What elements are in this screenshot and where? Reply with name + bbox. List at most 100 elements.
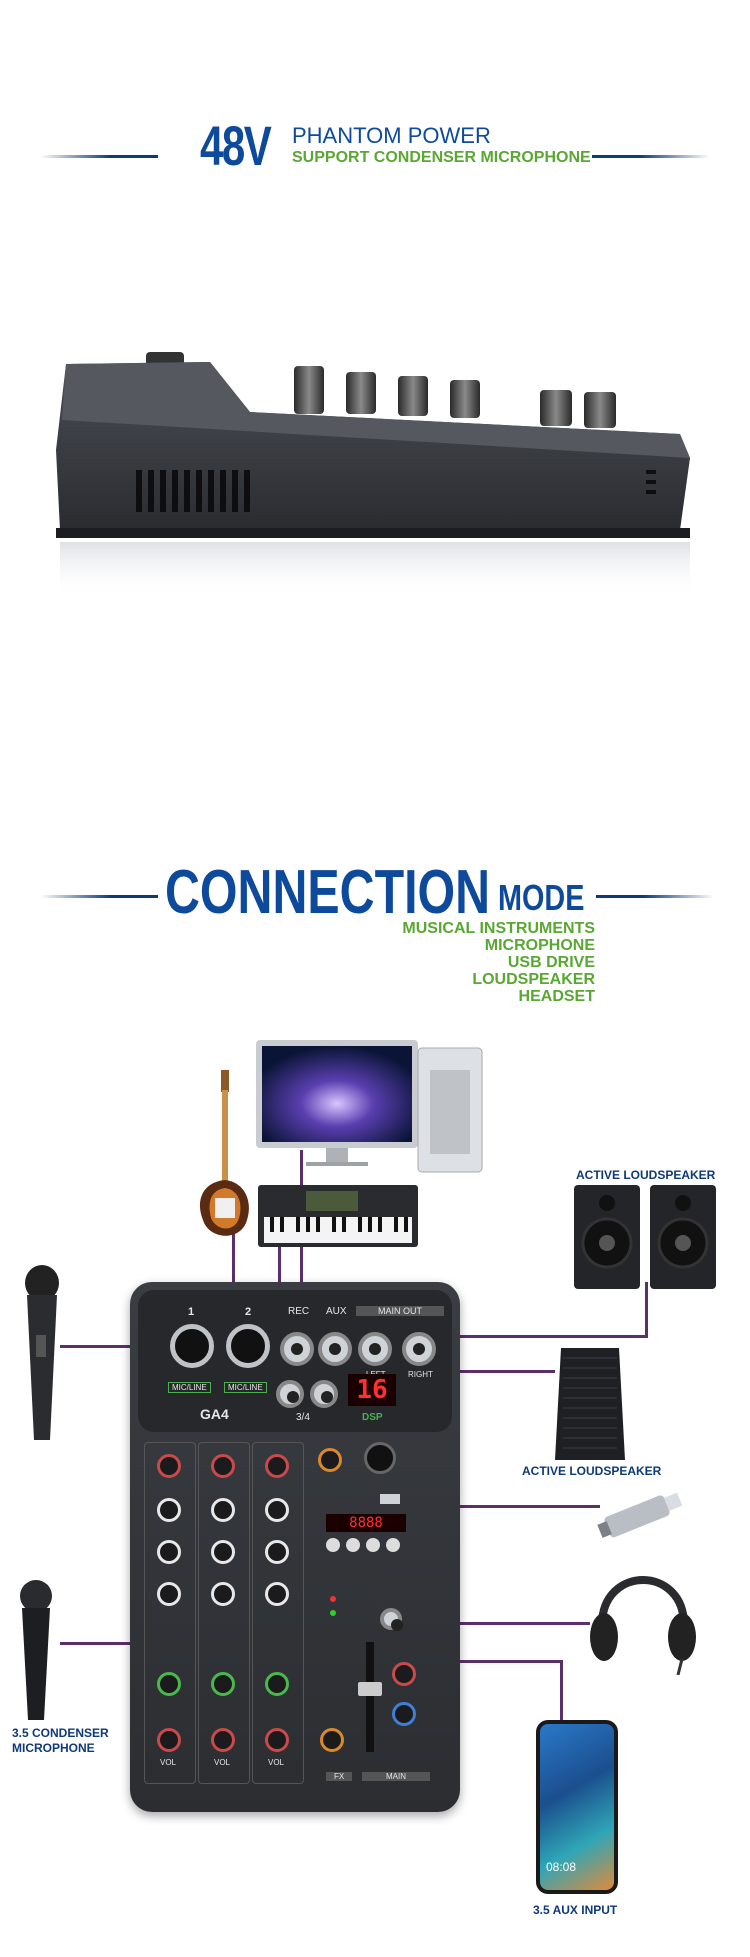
mid-eq-knob-2[interactable] bbox=[211, 1540, 235, 1564]
keyboard bbox=[258, 1185, 418, 1247]
high-eq-knob-2[interactable] bbox=[211, 1498, 235, 1522]
guitar bbox=[195, 1070, 255, 1250]
computer bbox=[256, 1040, 486, 1175]
label-active-loudspeaker-mid: ACTIVE LOUDSPEAKER bbox=[522, 1464, 662, 1478]
guitar-illustration bbox=[199, 1070, 249, 1236]
main-out-right-jack[interactable] bbox=[402, 1332, 436, 1366]
gain-knob-1[interactable] bbox=[157, 1454, 181, 1478]
side-knobs bbox=[146, 352, 616, 428]
usb-port[interactable] bbox=[380, 1494, 400, 1504]
vol-label-34: VOL bbox=[268, 1758, 285, 1767]
vol-label-2: VOL bbox=[214, 1758, 231, 1767]
gain-knob-34[interactable] bbox=[265, 1454, 289, 1478]
fx-vol-knob[interactable] bbox=[320, 1728, 344, 1752]
connection-line-right bbox=[596, 895, 714, 898]
ch34-jack-right[interactable] bbox=[310, 1380, 338, 1408]
mid-eq-knob-34[interactable] bbox=[265, 1540, 289, 1564]
brand-label: GA4 bbox=[200, 1406, 229, 1422]
channel-display: 16 bbox=[348, 1374, 396, 1406]
cable-mic-left bbox=[60, 1345, 172, 1348]
mic-line-label-1: MIC/LINE bbox=[168, 1382, 211, 1393]
title-connection: CONNECTION bbox=[165, 858, 491, 927]
vol-label-1: VOL bbox=[160, 1758, 177, 1767]
ch2-number: 2 bbox=[245, 1306, 252, 1318]
handheld-mic-illustration bbox=[25, 1265, 59, 1440]
aux-label: AUX bbox=[326, 1306, 347, 1317]
vol-knob-34[interactable] bbox=[265, 1728, 289, 1752]
condenser-mic-illustration bbox=[20, 1580, 52, 1720]
xlr-input-1[interactable] bbox=[170, 1324, 214, 1368]
label-aux-input: 3.5 AUX INPUT bbox=[533, 1903, 618, 1917]
usb-drive-illustration bbox=[597, 1492, 683, 1538]
studio-monitors bbox=[574, 1185, 716, 1289]
mixer-side-view bbox=[50, 350, 710, 600]
studio-monitors-illustration bbox=[574, 1185, 716, 1289]
side-vents bbox=[136, 470, 656, 512]
headphones-illustration bbox=[590, 1576, 696, 1676]
title-48v: 48V bbox=[200, 114, 272, 177]
next-button[interactable] bbox=[366, 1538, 380, 1552]
smartphone: 08:08 bbox=[536, 1720, 618, 1894]
gain-knob-2[interactable] bbox=[211, 1454, 235, 1478]
main-fader-track bbox=[366, 1642, 374, 1752]
title-phantom-power: PHANTOM POWER bbox=[292, 123, 491, 148]
mode-item-headset: HEADSET bbox=[518, 988, 595, 1005]
main-out-label: MAIN OUT bbox=[356, 1306, 444, 1316]
rec-label: REC bbox=[288, 1306, 310, 1317]
prev-button[interactable] bbox=[326, 1538, 340, 1552]
ch34-jack-left[interactable] bbox=[276, 1380, 304, 1408]
aux-jack[interactable] bbox=[318, 1332, 352, 1366]
low-eq-knob-2[interactable] bbox=[211, 1582, 235, 1606]
player-buttons bbox=[326, 1538, 406, 1556]
aux-knob[interactable] bbox=[392, 1702, 416, 1726]
mode-item-usb-drive: USB DRIVE bbox=[507, 954, 595, 971]
dsp-select-knob[interactable] bbox=[364, 1442, 396, 1474]
computer-illustration bbox=[256, 1040, 483, 1173]
title-support-condenser: SUPPORT CONDENSER MICROPHONE bbox=[292, 149, 591, 166]
channel-strip-34 bbox=[252, 1442, 304, 1784]
channel-strip-1 bbox=[144, 1442, 196, 1784]
main-fader-handle[interactable] bbox=[358, 1682, 382, 1696]
mic-line-label-2: MIC/LINE bbox=[224, 1382, 267, 1393]
play-button[interactable] bbox=[346, 1538, 360, 1552]
keyboard-illustration bbox=[258, 1185, 418, 1247]
cable-condenser bbox=[60, 1642, 180, 1645]
smartphone-screen: 08:08 bbox=[540, 1724, 614, 1890]
main-label: MAIN bbox=[362, 1772, 430, 1781]
high-eq-knob-34[interactable] bbox=[265, 1498, 289, 1522]
label-condenser-microphone: 3.5 CONDENSER MICROPHONE bbox=[12, 1726, 109, 1755]
phone-knob[interactable] bbox=[392, 1662, 416, 1686]
rec-jack[interactable] bbox=[280, 1332, 314, 1366]
player-led-display: 8888 bbox=[326, 1514, 406, 1532]
signal-led bbox=[330, 1610, 336, 1616]
right-label: RIGHT bbox=[408, 1370, 433, 1379]
vol-knob-2[interactable] bbox=[211, 1728, 235, 1752]
main-out-left-jack[interactable] bbox=[358, 1332, 392, 1366]
ch1-number: 1 bbox=[188, 1306, 195, 1318]
mixer-front-panel: 1 2 MIC/LINE MIC/LINE REC AUX MAIN OUT L… bbox=[130, 1282, 460, 1812]
phones-jack[interactable] bbox=[380, 1608, 403, 1631]
low-eq-knob-34[interactable] bbox=[265, 1582, 289, 1606]
dsp-fx-knob[interactable] bbox=[318, 1448, 342, 1472]
usb-drive bbox=[596, 1488, 684, 1538]
mode-item-loudspeaker: LOUDSPEAKER bbox=[472, 971, 595, 988]
pan-knob-2[interactable] bbox=[211, 1672, 235, 1696]
label-active-loudspeaker-top: ACTIVE LOUDSPEAKER bbox=[576, 1168, 716, 1182]
mode-item-microphone: MICROPHONE bbox=[484, 937, 595, 954]
clip-led bbox=[330, 1596, 336, 1602]
low-eq-knob-1[interactable] bbox=[157, 1582, 181, 1606]
xlr-input-2[interactable] bbox=[226, 1324, 270, 1368]
vol-knob-1[interactable] bbox=[157, 1728, 181, 1752]
high-eq-knob-1[interactable] bbox=[157, 1498, 181, 1522]
mid-eq-knob-1[interactable] bbox=[157, 1540, 181, 1564]
handheld-microphone bbox=[22, 1265, 62, 1440]
connection-line-left bbox=[40, 895, 158, 898]
cable-headphones bbox=[440, 1622, 590, 1625]
phone-time: 08:08 bbox=[546, 1860, 577, 1874]
mode-button[interactable] bbox=[386, 1538, 400, 1552]
pan-knob-34[interactable] bbox=[265, 1672, 289, 1696]
pan-knob-1[interactable] bbox=[157, 1672, 181, 1696]
header-line-right bbox=[592, 155, 710, 158]
headphones bbox=[588, 1555, 698, 1676]
cable-speaker-top-v bbox=[645, 1282, 648, 1337]
